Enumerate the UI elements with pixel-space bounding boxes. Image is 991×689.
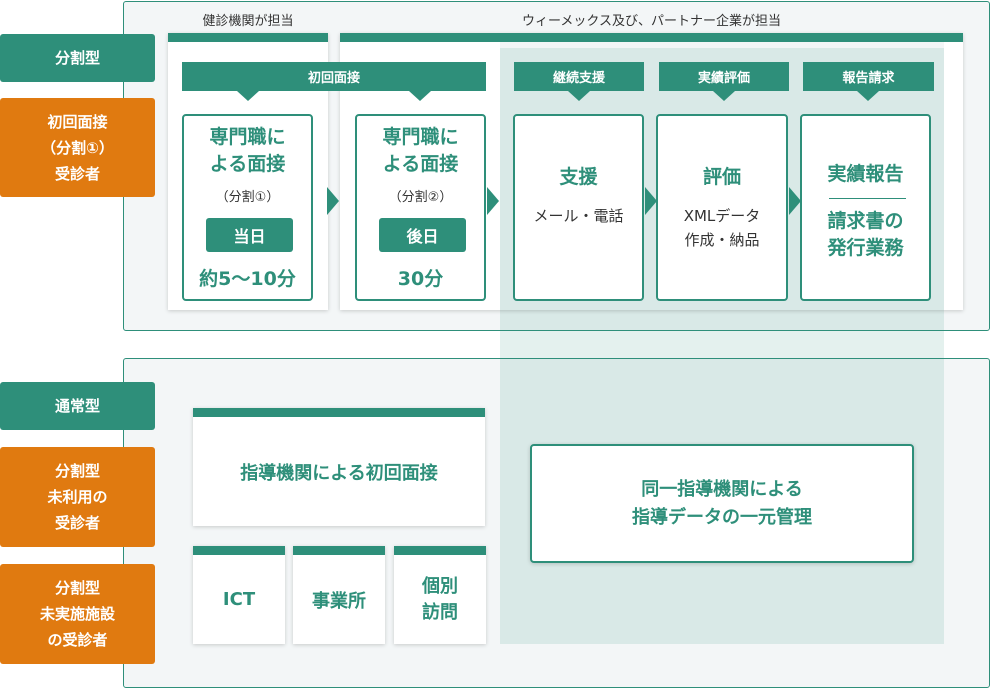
arrow-right-icon [327, 187, 339, 215]
office-box: 事業所 [293, 546, 385, 644]
duration-text: 約5〜10分 [199, 268, 296, 290]
partner-column-bg-right [944, 42, 963, 310]
card-title: 評価 [702, 166, 741, 188]
checkup-org-caption: 健診機関が担当 [202, 14, 294, 29]
card-evaluation: 評価 XMLデータ 作成・納品 [656, 114, 788, 301]
card-sub: （分割①） [215, 190, 280, 205]
card-report: 実績報告 請求書の 発行業務 [800, 114, 931, 301]
visit-line: 訪問 [422, 601, 458, 623]
card-support: 支援 メール・電話 [513, 114, 644, 301]
individual-visit-box: 個別 訪問 [394, 546, 486, 644]
card-title: 支援 [559, 166, 598, 188]
label-line: 未利用の [47, 488, 108, 506]
label-line: 分割型 [54, 579, 100, 597]
unified-management-box: 同一指導機関による 指導データの一元管理 [530, 444, 914, 563]
unified-management-text: 同一指導機関による 指導データの一元管理 [532, 446, 912, 561]
card-title-line: 専門職に [382, 126, 459, 148]
card-professional-interview-1: 専門職に よる面接 （分割①） 当日 約5〜10分 [182, 114, 313, 301]
label-line: 受診者 [54, 514, 100, 532]
card-divider [829, 198, 906, 199]
column-top-bar [193, 408, 485, 417]
label-line: 受診者 [54, 164, 100, 183]
label-line: 初回面接 [47, 112, 108, 131]
banner-notch [857, 91, 879, 101]
same-day-badge: 当日 [206, 218, 293, 252]
label-bunkatsu-type: 分割型 [0, 34, 155, 82]
office-text: 事業所 [312, 590, 366, 612]
card-body: メール・電話 [533, 207, 624, 225]
card-title-line: よる面接 [209, 153, 286, 175]
card-title: 専門職に よる面接 [357, 124, 484, 178]
banner-report: 報告請求 [803, 62, 934, 91]
label-line: 未実施施設 [39, 605, 115, 623]
banner-first-interview: 初回面接 [182, 62, 486, 91]
card-title-line: 請求書の [827, 210, 904, 232]
card-title-line: 専門職に [209, 126, 286, 148]
label-line: 分割型 [54, 462, 100, 480]
column-top-bar [168, 33, 328, 42]
arrow-right-icon [789, 187, 801, 215]
card-title: 請求書の 発行業務 [802, 208, 929, 262]
banner-notch [237, 91, 259, 101]
card-sub: （分割②） [388, 190, 453, 205]
later-day-badge: 後日 [379, 218, 466, 252]
card-title: 実績報告 [827, 163, 904, 185]
label-line: （分割①） [41, 138, 114, 157]
card-title: 専門職に よる面接 [184, 124, 311, 178]
card-body-line: XMLデータ [683, 207, 761, 225]
card-professional-interview-2: 専門職に よる面接 （分割②） 後日 30分 [355, 114, 486, 301]
card-body: XMLデータ 作成・納品 [658, 204, 786, 252]
column-top-bar [193, 546, 285, 555]
card-title-line: よる面接 [382, 153, 459, 175]
card-body-line: 作成・納品 [684, 231, 760, 249]
banner-support: 継続支援 [514, 62, 644, 91]
partner-caption: ウィーメックス及び、パートナー企業が担当 [521, 14, 782, 29]
arrow-right-icon [487, 187, 499, 215]
ict-box: ICT [193, 546, 285, 644]
banner-evaluation: 実績評価 [659, 62, 789, 91]
banner-notch [713, 91, 735, 101]
label-first-interview-examinee: 初回面接 （分割①） 受診者 [0, 98, 155, 197]
unified-line: 同一指導機関による [641, 478, 803, 500]
card-title-line: 発行業務 [827, 237, 904, 259]
column-top-bar [293, 546, 385, 555]
unified-line: 指導データの一元管理 [632, 506, 812, 528]
guidance-interview-box: 指導機関による初回面接 [193, 408, 485, 526]
ict-text: ICT [222, 589, 256, 610]
individual-visit-text: 個別 訪問 [394, 555, 486, 644]
label-normal-type: 通常型 [0, 382, 155, 430]
duration-text: 30分 [397, 268, 444, 290]
banner-notch [409, 91, 431, 101]
column-top-bar [340, 33, 963, 42]
label-unused-examinee: 分割型 未利用の 受診者 [0, 447, 155, 547]
visit-line: 個別 [422, 575, 458, 597]
column-top-bar [394, 546, 486, 555]
guidance-interview-text: 指導機関による初回面接 [240, 462, 438, 484]
label-line: の受診者 [47, 631, 108, 649]
banner-notch [568, 91, 590, 101]
arrow-right-icon [645, 187, 657, 215]
partner-column [340, 33, 963, 310]
label-unimplemented-facility-examinee: 分割型 未実施施設 の受診者 [0, 564, 155, 664]
